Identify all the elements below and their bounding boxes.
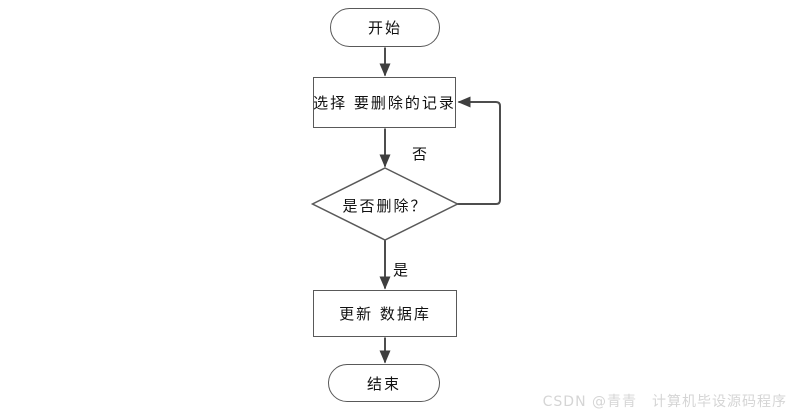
- watermark: CSDN @青青 计算机毕设源码程序: [542, 394, 787, 410]
- select-record-node-label: 选择 要删除的记录: [313, 94, 456, 112]
- decision-diamond-shape: [310, 167, 460, 241]
- start-node: 开始: [330, 8, 440, 47]
- edge-label-yes: 是: [393, 261, 409, 279]
- edge-label-no: 否: [412, 145, 428, 163]
- update-database-node-label: 更新 数据库: [339, 305, 431, 323]
- end-node: 结束: [328, 364, 440, 402]
- end-node-label: 结束: [366, 374, 401, 393]
- start-node-label: 开始: [367, 19, 402, 37]
- decision-node-label: 是否删除？: [342, 197, 428, 215]
- select-record-node: 选择 要删除的记录: [313, 77, 456, 128]
- loop-arrow-decision-to-select: [457, 96, 501, 205]
- update-database-node: 更新 数据库: [313, 290, 457, 337]
